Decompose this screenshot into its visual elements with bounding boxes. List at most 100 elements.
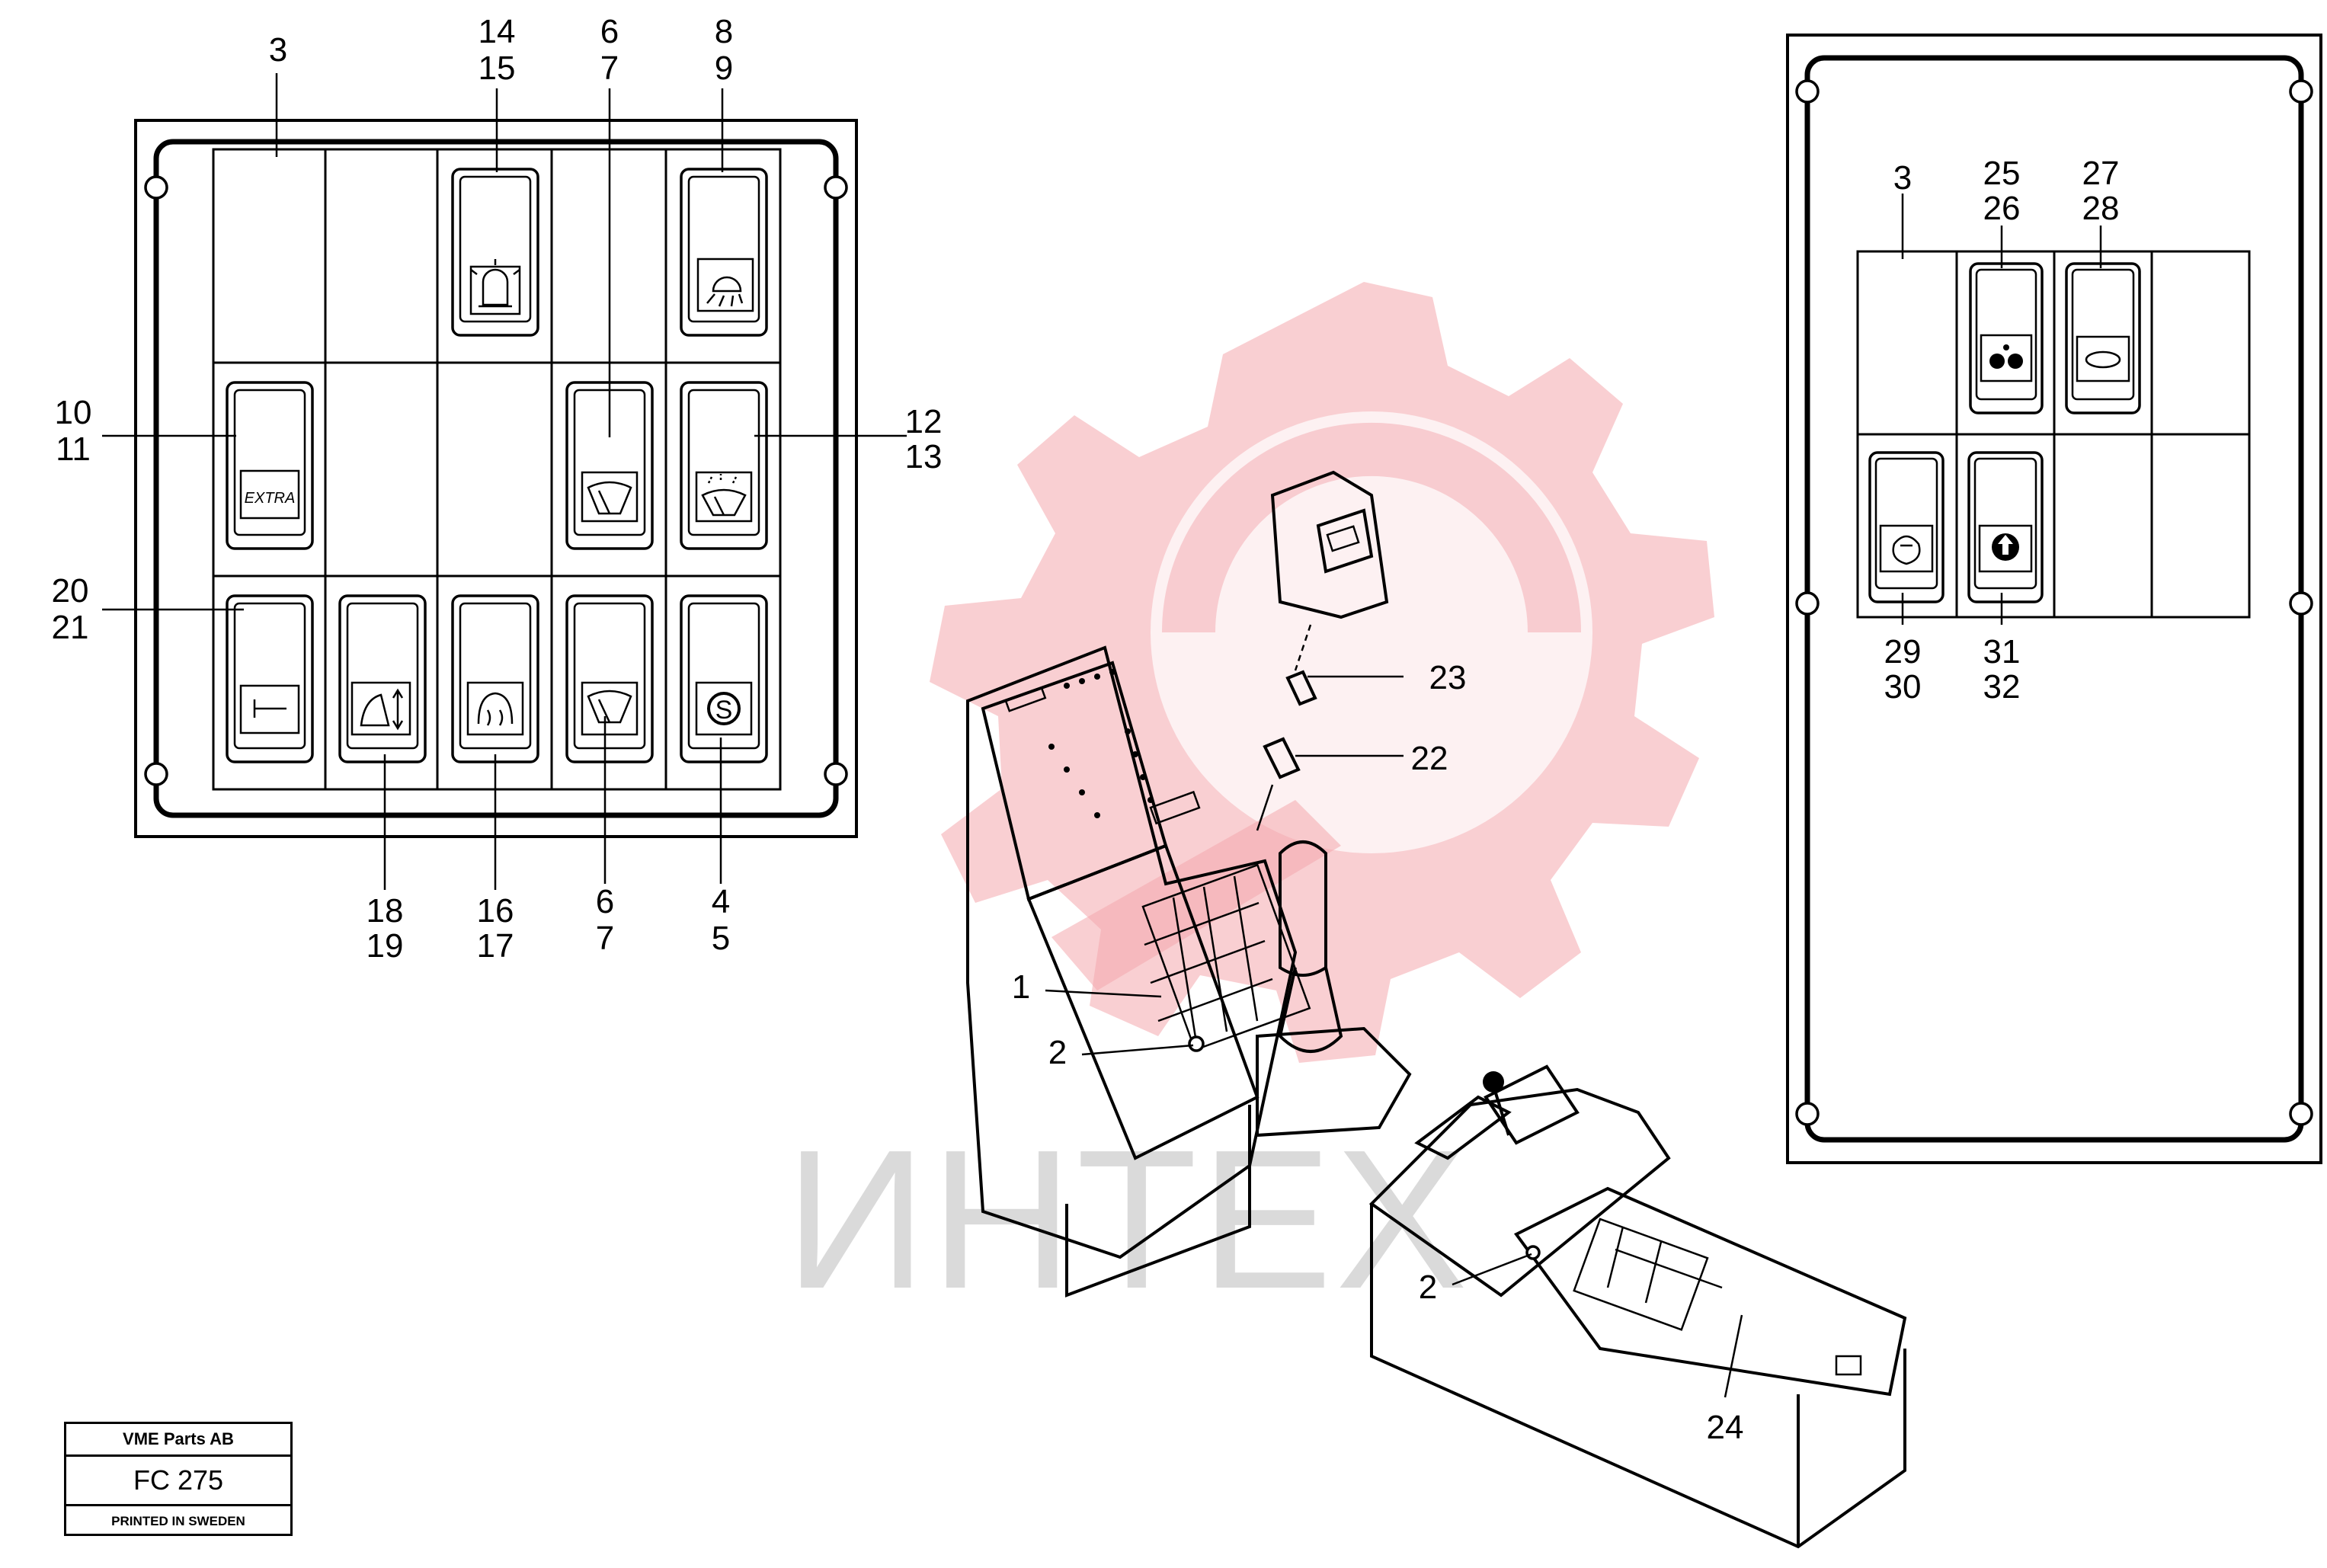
switch-dual-pump[interactable] <box>1969 262 2044 414</box>
right-switch-panel: 3 25 26 27 28 29 30 31 32 <box>1786 34 2322 1164</box>
callout-label: 3 <box>269 31 287 69</box>
screw-icon <box>824 762 848 786</box>
switch-rotation[interactable] <box>2065 262 2141 414</box>
callout-label: 31 <box>1983 633 2021 670</box>
leader-line <box>1452 1253 1532 1286</box>
gear-icon <box>1980 334 2033 382</box>
printed-note: PRINTED IN SWEDEN <box>111 1514 245 1528</box>
switch-lift[interactable] <box>1967 451 2044 603</box>
callout-label: 4 <box>712 883 730 920</box>
leader-line <box>1724 1314 1743 1398</box>
watermark-text: ИНТЕХ <box>785 1109 1471 1330</box>
brake-letter: S <box>715 696 733 725</box>
watermark-gear-icon <box>930 282 1714 1063</box>
screw-icon <box>1188 1035 1205 1052</box>
parking-brake-icon: S <box>695 681 753 736</box>
screw-icon <box>1795 79 1820 104</box>
lever-knob-icon <box>1483 1071 1504 1093</box>
callout-label: 8 <box>715 13 733 50</box>
callout-label: 12 <box>905 403 943 440</box>
figure-code: FC 275 <box>66 1457 290 1506</box>
exploded-switch <box>1270 470 1389 671</box>
callout-label: 27 <box>2082 155 2120 192</box>
callout-label: 28 <box>2082 190 2120 227</box>
indicator-dots <box>1048 669 1154 818</box>
callout-label: 14 <box>479 13 516 50</box>
callout-label: 18 <box>366 892 404 930</box>
lift-icon <box>1978 524 2033 573</box>
screw-icon <box>1525 1245 1541 1260</box>
washer-icon <box>695 471 753 523</box>
switch-washer[interactable] <box>680 381 768 550</box>
hammer-icon <box>239 684 300 734</box>
rotation-icon <box>2076 335 2130 382</box>
screw-icon <box>2289 1102 2313 1126</box>
callout-label: 21 <box>52 609 89 646</box>
leader-line <box>1045 989 1162 998</box>
right-panel-outer-frame <box>1786 34 2322 1164</box>
callout-label: 15 <box>479 50 516 87</box>
callout-label: 11 <box>56 430 91 468</box>
wiper-icon <box>581 471 639 523</box>
callout-label: 5 <box>712 920 730 957</box>
screw-icon <box>144 175 168 200</box>
callout-label: 17 <box>477 927 514 965</box>
beacon-icon <box>469 259 521 315</box>
callout-label: 24 <box>1707 1409 1744 1446</box>
callout-label: 2 <box>1419 1269 1437 1306</box>
callout-label: 6 <box>600 13 619 50</box>
left-switch-panel: EXTRA <box>52 13 943 965</box>
callout-label: 6 <box>596 883 614 920</box>
callout-label: 32 <box>1983 668 2021 706</box>
callout-label: 25 <box>1983 155 2021 192</box>
switch-fuel-pump[interactable] <box>1868 451 1945 603</box>
console-switch-matrix <box>1141 863 1311 1051</box>
callout-label: 29 <box>1884 633 1922 670</box>
callout-label: 22 <box>1411 740 1448 777</box>
title-block: VME Parts AB FC 275 PRINTED IN SWEDEN <box>64 1422 293 1536</box>
switch-beacon[interactable] <box>451 168 539 337</box>
connector-plug <box>1256 670 1317 831</box>
switch-boom-float[interactable] <box>338 594 427 763</box>
extra-label: EXTRA <box>245 490 296 507</box>
screw-icon <box>824 175 848 200</box>
callout-label: 9 <box>715 50 733 87</box>
work-light-icon <box>696 258 754 312</box>
callout-label: 30 <box>1884 668 1922 706</box>
switch-rear-wiper[interactable] <box>565 594 654 763</box>
callout-label: 2 <box>1048 1034 1067 1071</box>
callout-label: 7 <box>596 920 614 957</box>
screw-icon <box>144 762 168 786</box>
fuel-pump-icon <box>1879 524 1934 573</box>
callout-label: 13 <box>905 438 943 475</box>
callout-label: 3 <box>1893 159 1912 197</box>
switch-extra[interactable]: EXTRA <box>226 381 314 550</box>
callout-label: 19 <box>366 927 404 965</box>
leader-line <box>1081 1044 1194 1056</box>
callout-label: 16 <box>477 892 514 930</box>
console-assembly: 1 2 2 22 23 24 <box>966 470 1907 1549</box>
switch-parking-brake[interactable]: S <box>680 594 768 763</box>
switch-work-light[interactable] <box>680 168 768 337</box>
screw-icon <box>2289 79 2313 104</box>
callout-label: 23 <box>1429 659 1467 696</box>
company-name: VME Parts AB <box>66 1424 290 1457</box>
instrument-console <box>966 645 1311 1298</box>
callout-label: 26 <box>1983 190 2021 227</box>
boom-float-icon <box>350 681 411 736</box>
screw-icon <box>1795 591 1820 616</box>
armrest-console <box>1368 1064 1907 1549</box>
joystick <box>1256 840 1412 1138</box>
rear-wiper-icon <box>581 681 639 736</box>
screw-icon <box>2289 591 2313 616</box>
callout-label: 20 <box>52 572 89 610</box>
callout-label: 10 <box>55 394 92 431</box>
callout-label: 1 <box>1012 968 1030 1006</box>
connector-icon <box>1835 1355 1862 1376</box>
switch-hammer[interactable] <box>226 594 314 763</box>
switch-heater[interactable] <box>451 594 539 763</box>
heater-icon <box>466 681 524 736</box>
callout-label: 7 <box>600 50 619 87</box>
